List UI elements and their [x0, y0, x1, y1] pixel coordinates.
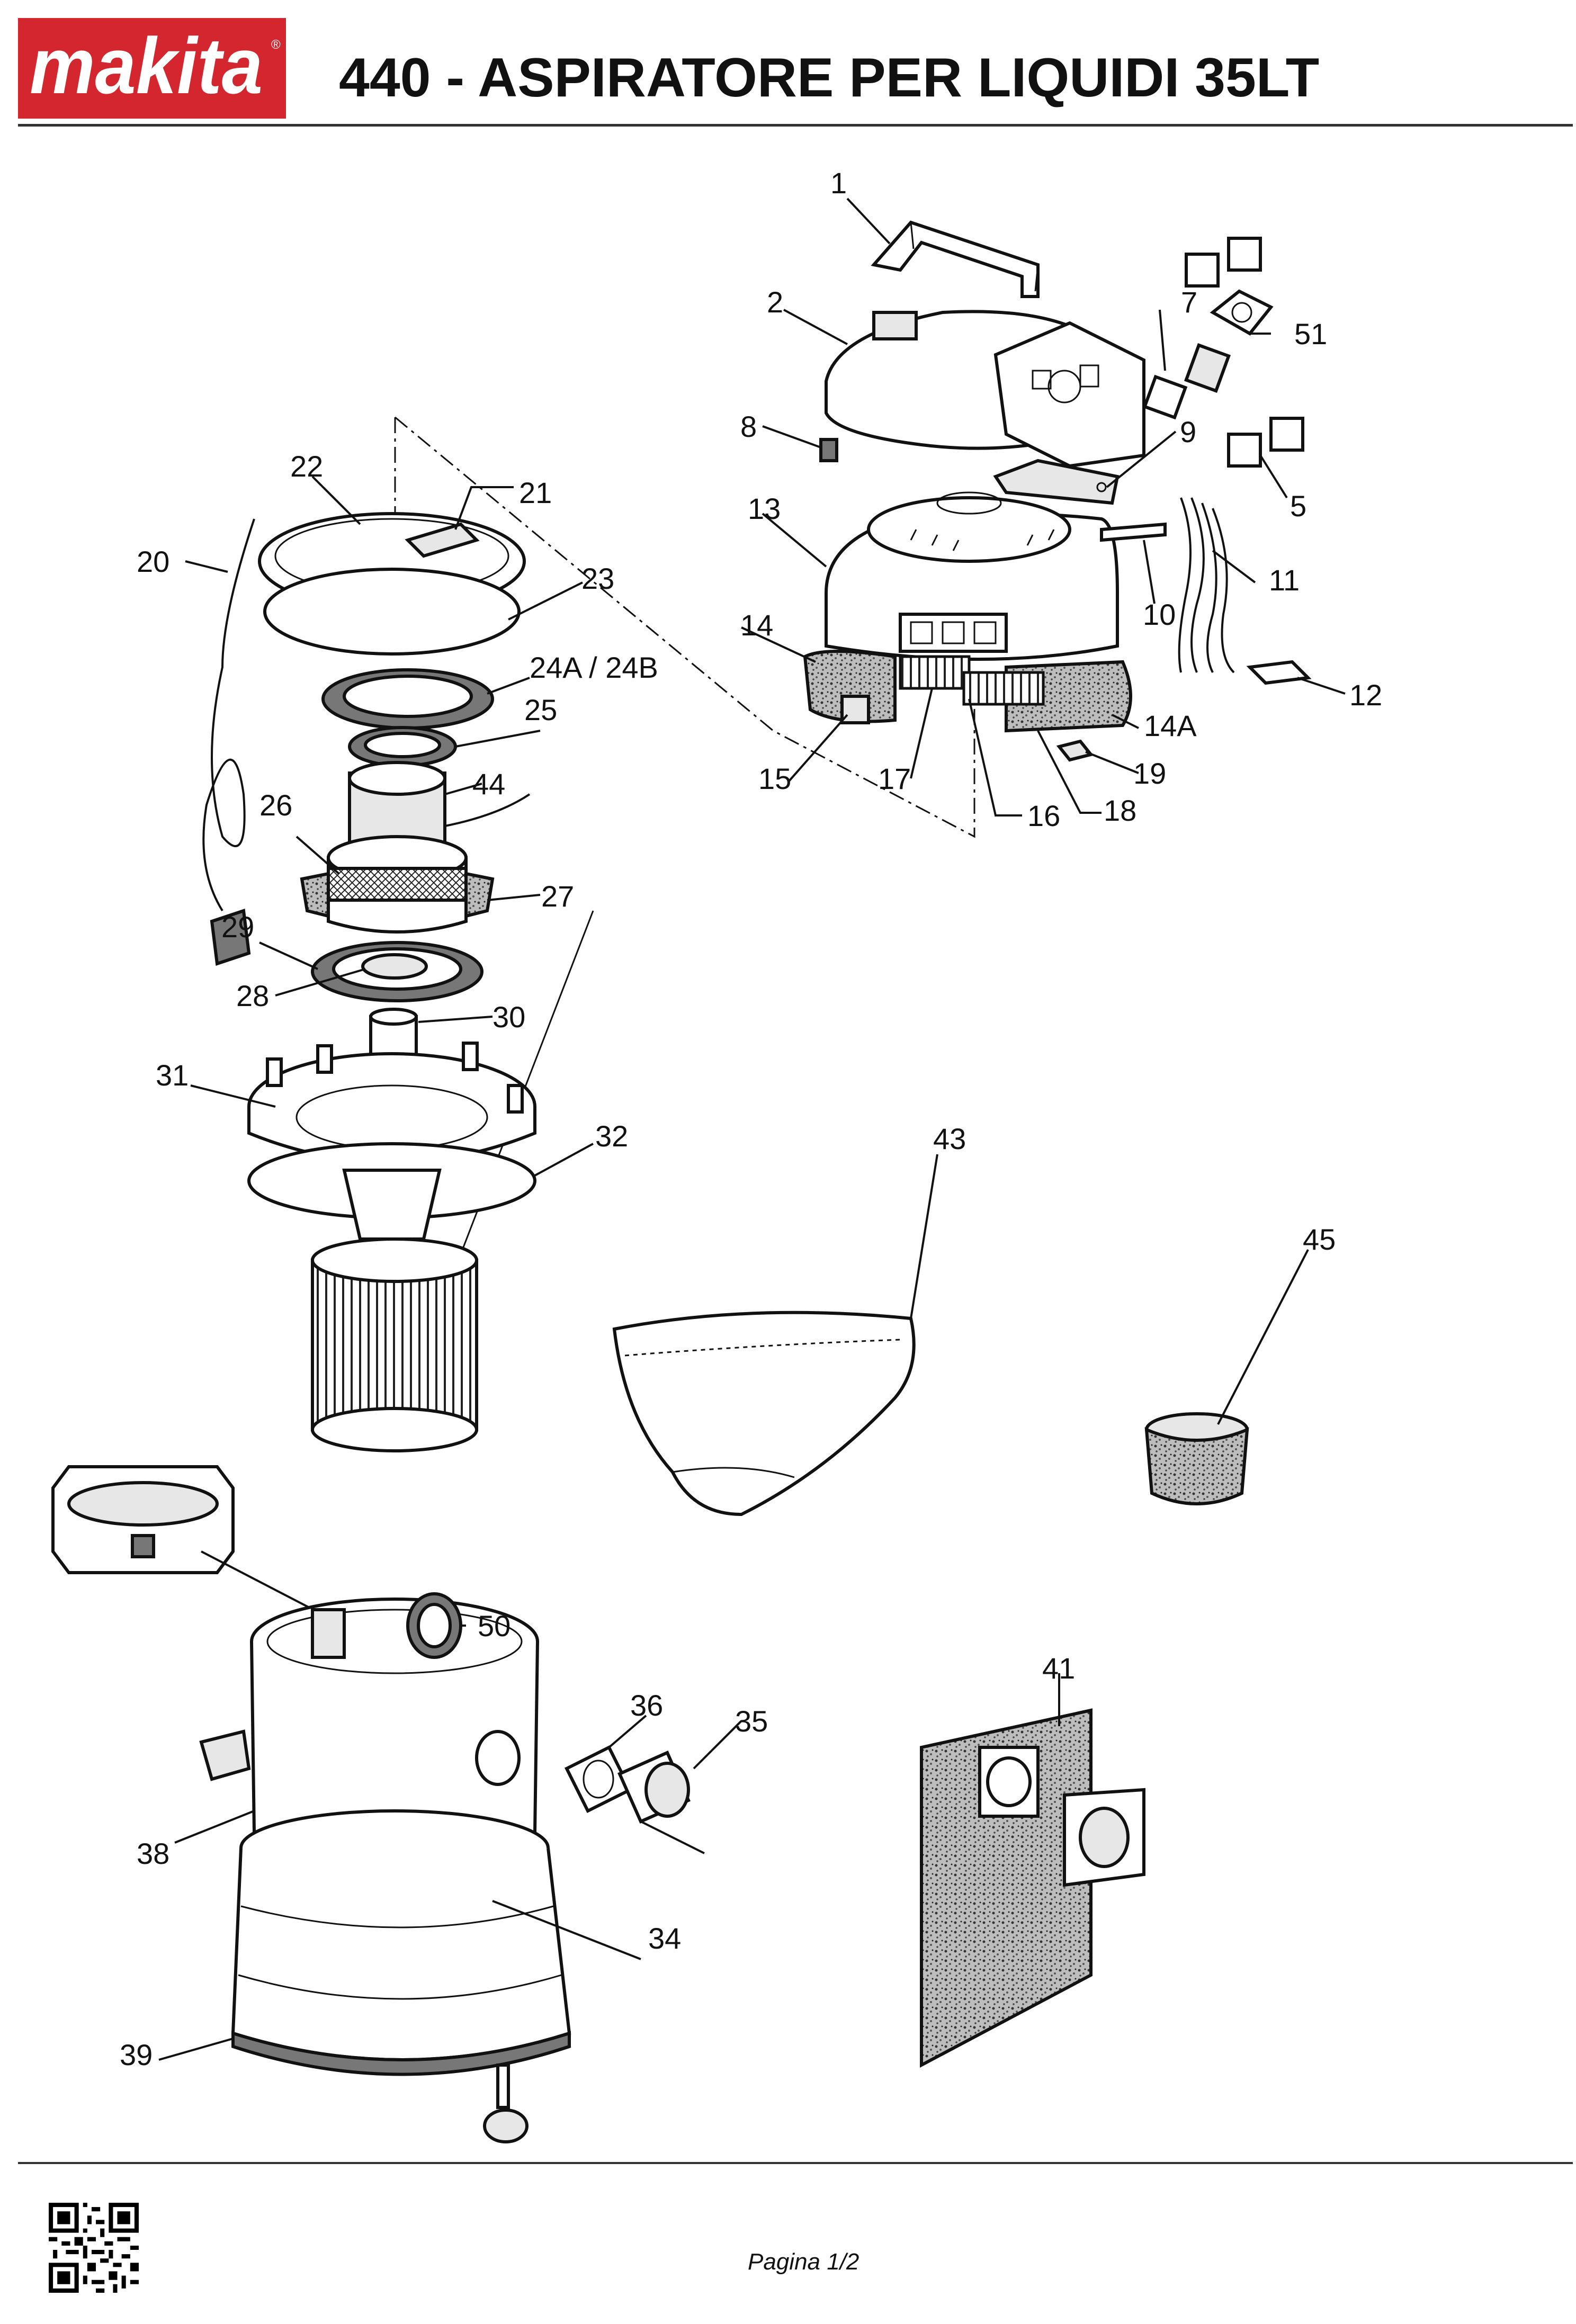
part-39-base-ring [231, 2031, 571, 2076]
svg-text:makita: makita [30, 24, 263, 110]
label-45: 45 [1303, 1223, 1336, 1256]
page-header: makita ® 440 - ASPIRATORE PER LIQUIDI 35… [0, 0, 1576, 127]
label-22: 22 [290, 450, 323, 483]
part-35-inlet [617, 1751, 705, 1854]
label-17: 17 [878, 762, 911, 795]
label-25: 25 [524, 693, 557, 726]
part-10-screw [1100, 522, 1167, 542]
part-50-ring [406, 1592, 462, 1659]
label-16: 16 [1027, 799, 1060, 832]
label-24A-24B: 24A / 24B [530, 651, 658, 684]
part-27-impeller [300, 835, 495, 934]
label-7: 7 [1181, 285, 1197, 319]
label-31: 31 [156, 1058, 189, 1092]
part-11-wiring [1178, 497, 1235, 674]
label-29: 29 [221, 910, 254, 944]
part-51-switch-cover [1210, 289, 1274, 336]
label-9: 9 [1180, 415, 1196, 448]
part-9-bracket [993, 459, 1120, 505]
label-1: 1 [830, 166, 847, 200]
part-2-top-cover [825, 310, 1145, 468]
part-7-gasket [1142, 343, 1231, 420]
label-32: 32 [595, 1119, 628, 1153]
label-34: 34 [648, 1922, 681, 1955]
label-50: 50 [478, 1609, 511, 1643]
label-39: 39 [120, 2038, 153, 2071]
label-43: 43 [933, 1122, 966, 1155]
part-23-gasket [263, 568, 521, 656]
label-41: 41 [1042, 1652, 1075, 1685]
part-5-switch [1227, 417, 1304, 468]
part-20-power-cord [202, 518, 255, 966]
filter-cage [342, 1169, 442, 1241]
page-title: 440 - ASPIRATORE PER LIQUIDI 35LT [339, 47, 1320, 109]
qr-code-icon [49, 2203, 139, 2293]
part-41-foam-sheet [920, 1708, 1145, 2068]
label-19: 19 [1133, 757, 1166, 790]
label-23: 23 [581, 562, 614, 595]
part-15-socket [840, 695, 870, 724]
makita-logo: makita ® [18, 18, 286, 119]
part-45-foam-filter [1144, 1412, 1249, 1505]
label-10: 10 [1143, 598, 1176, 631]
label-15: 15 [758, 762, 791, 795]
label-36: 36 [630, 1689, 663, 1722]
part-24-ring [321, 668, 494, 730]
part-43-bag [612, 1311, 916, 1517]
label-35: 35 [735, 1704, 768, 1738]
exploded-parts-diagram: 1 2 7 51 8 9 5 13 11 10 14 12 14A 15 17 … [51, 166, 1382, 2143]
label-51: 51 [1294, 317, 1327, 351]
part-16-label-plate [962, 671, 1045, 706]
footer-divider [18, 2162, 1573, 2164]
part-13-motor-housing [825, 491, 1119, 661]
label-2: 2 [767, 285, 783, 319]
label-5: 5 [1290, 489, 1306, 523]
part-25-bearing [348, 726, 457, 767]
label-30: 30 [492, 1000, 525, 1034]
part-7-switch-top [1185, 237, 1262, 288]
label-13: 13 [748, 492, 781, 525]
part-8-clip [819, 438, 838, 462]
label-21: 21 [519, 476, 552, 509]
label-12: 12 [1349, 678, 1382, 712]
label-27: 27 [541, 880, 574, 913]
part-28-disc [361, 953, 428, 980]
part-number-labels: 1 2 7 51 8 9 5 13 11 10 14 12 14A 15 17 … [120, 166, 1382, 2071]
leader-lines [158, 198, 1346, 2061]
label-38: 38 [137, 1837, 169, 1870]
header-divider [18, 124, 1573, 127]
tank-upper [250, 1598, 539, 1855]
label-14: 14 [740, 608, 773, 642]
part-12-capacitor [1246, 660, 1312, 685]
part-14-foam-left [803, 650, 897, 723]
label-28: 28 [236, 979, 269, 1012]
label-18: 18 [1104, 794, 1136, 827]
label-20: 20 [137, 545, 169, 578]
page-number: Pagina 1/2 [748, 2249, 859, 2275]
part-1-handle [871, 220, 1040, 298]
part-38-latch [199, 1729, 251, 1781]
label-14A: 14A [1144, 709, 1197, 742]
part-21-terminal-block [405, 522, 480, 558]
svg-text:®: ® [271, 38, 281, 52]
part-19-clip [1056, 739, 1094, 762]
caster-wheel [483, 2063, 529, 2143]
float-valve-inset [51, 1465, 396, 1653]
label-26: 26 [259, 788, 292, 822]
cartridge-filter [311, 1237, 478, 1452]
part-17-grille [899, 655, 971, 690]
label-44: 44 [472, 767, 505, 801]
label-11: 11 [1269, 563, 1300, 597]
part-34-tank-lower [231, 1809, 571, 2061]
label-8: 8 [740, 410, 757, 443]
makita-logo-wordmark: makita ® [30, 24, 281, 110]
